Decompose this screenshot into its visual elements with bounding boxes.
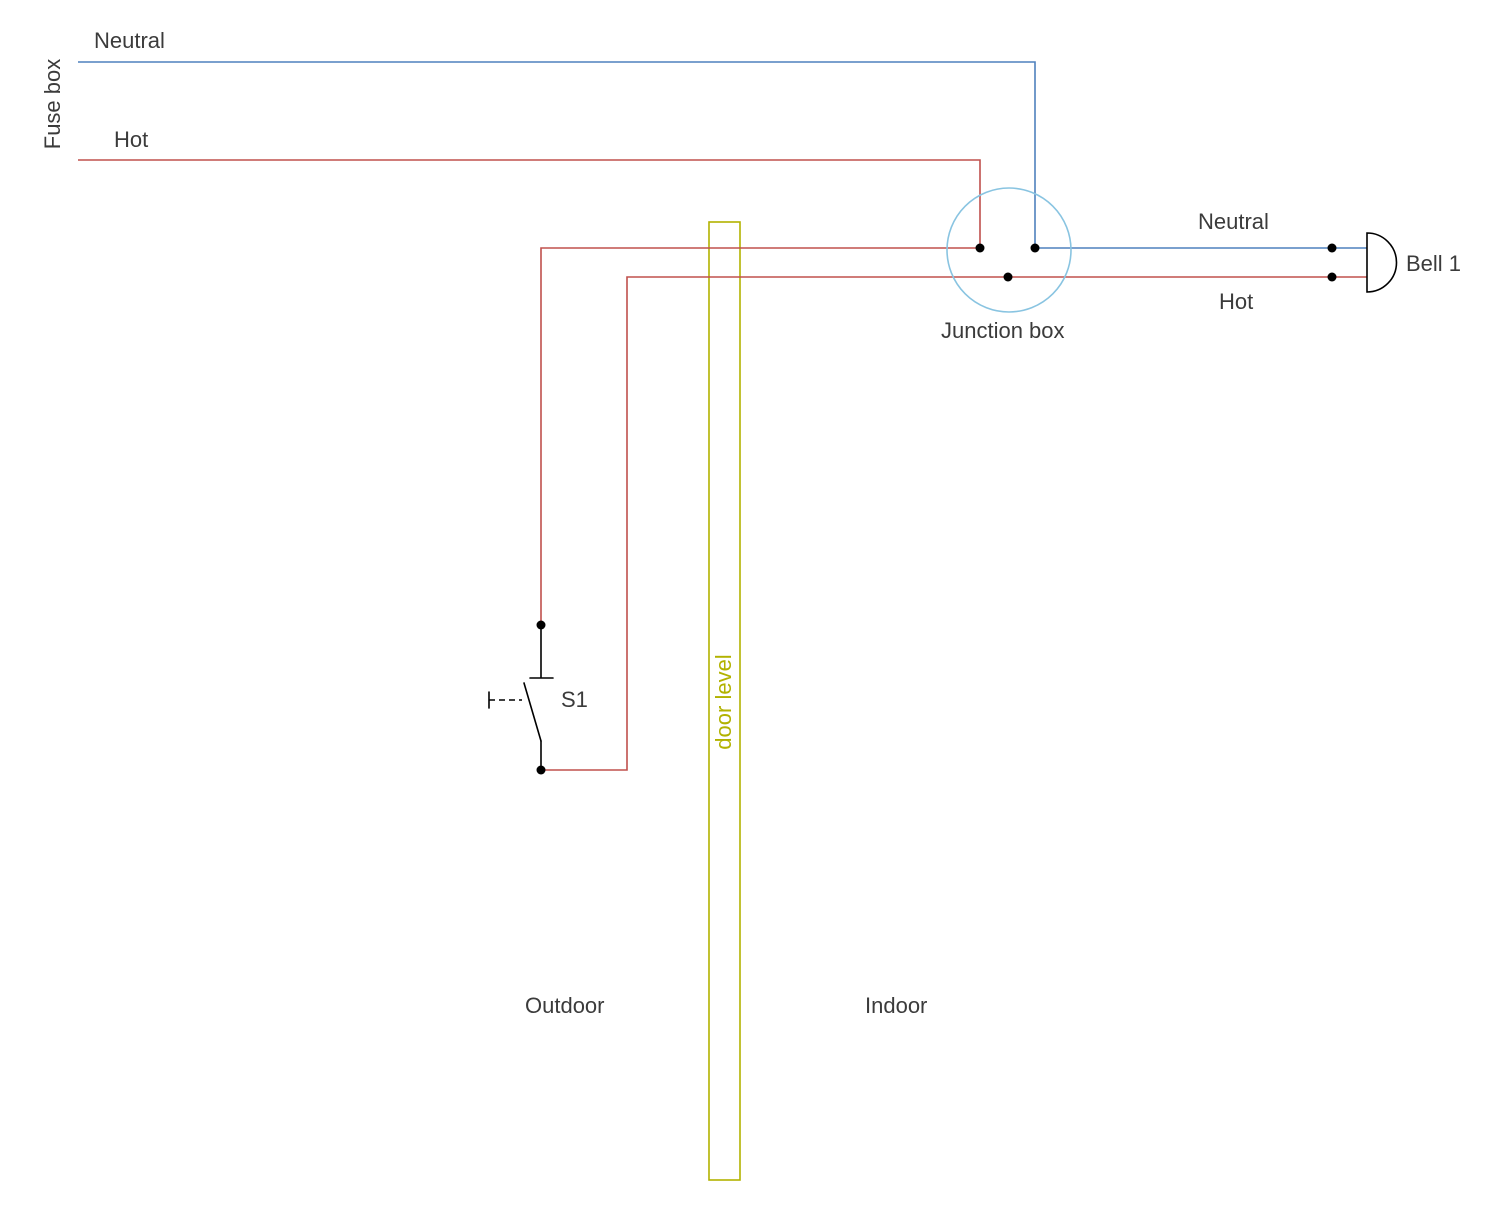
junction-dot-neutral [1030,243,1040,253]
outdoor-label: Outdoor [525,993,605,1018]
hot-wire-fusebox-to-junction [78,159,981,248]
neutral-label-bell: Neutral [1198,209,1269,234]
junction-box-circle [946,187,1072,313]
indoor-label: Indoor [865,993,928,1018]
junction-dot-hot-out [1003,272,1013,282]
fuse-box-label: Fuse box [39,58,65,150]
junction-box-label: Junction box [941,318,1065,343]
door-level-label: door level [710,654,736,750]
pushbutton-switch-symbol [488,624,554,771]
switch-bottom-terminal-dot [536,765,546,775]
hot-wire-junction-to-switch [540,247,980,625]
bell-label: Bell 1 [1406,251,1462,276]
switch-blade [523,682,542,742]
switch-label: S1 [561,687,588,712]
hot-label-bell: Hot [1219,289,1254,314]
switch-top-terminal-dot [536,620,546,630]
neutral-label-fusebox: Neutral [94,28,165,53]
bell-symbol [1366,232,1398,293]
hot-label-fusebox: Hot [114,127,149,152]
door-level-band [708,221,741,1181]
bell-hot-terminal-dot [1327,272,1337,282]
junction-dot-hot-in [975,243,985,253]
hot-wire-switch-return-to-junction [541,276,1008,771]
bell-neutral-terminal-dot [1327,243,1337,253]
neutral-wire-fusebox-to-junction [78,61,1036,248]
